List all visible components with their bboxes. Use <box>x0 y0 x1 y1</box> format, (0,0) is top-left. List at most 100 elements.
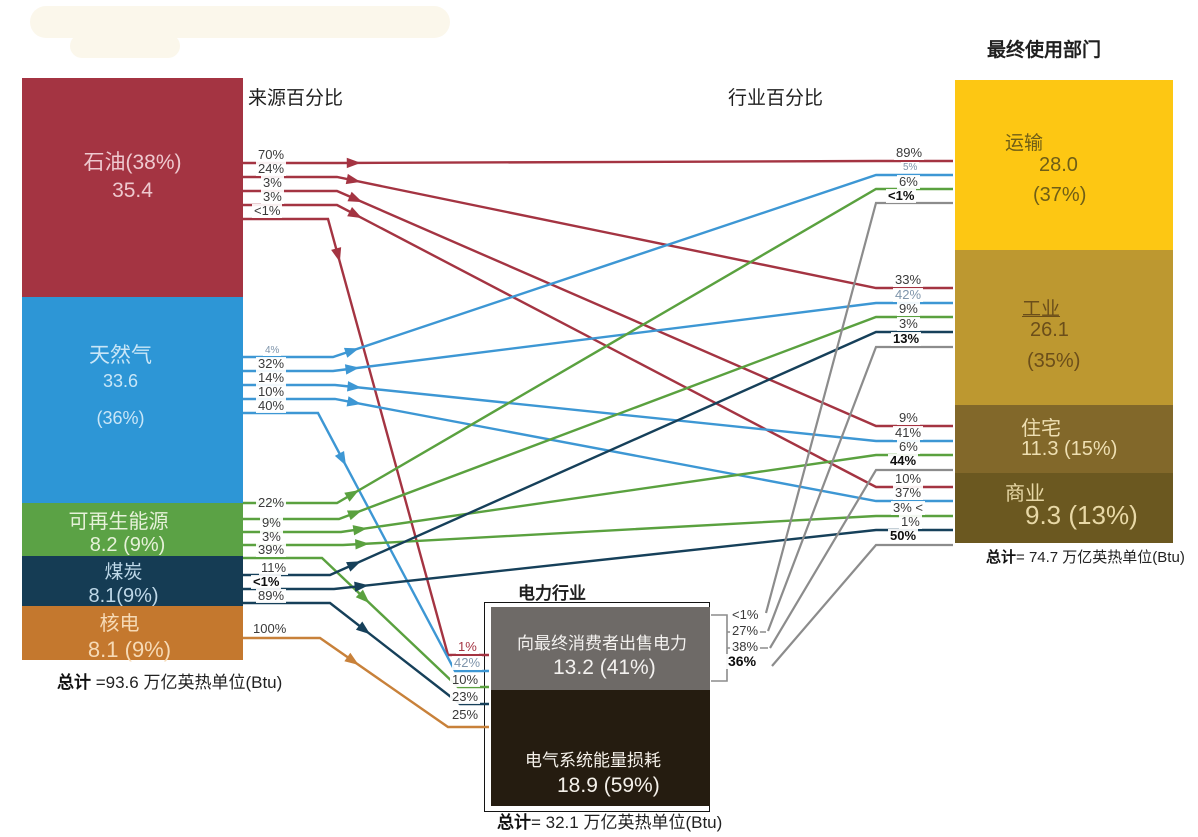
sector-block-residential: 住宅 11.3 (15%) <box>955 405 1173 473</box>
sector-value: 26.1 <box>1030 319 1069 341</box>
source-label: 石油(38%) <box>83 151 182 174</box>
flow-arrowhead <box>346 510 362 521</box>
flow-percent-label: 3% <box>260 529 283 545</box>
source-percent-header: 来源百分比 <box>248 88 344 109</box>
source-label: 可再生能源 <box>68 511 169 533</box>
sector-block-transportation: 运输 28.0 (37%) <box>955 80 1173 250</box>
sector-value: 28.0 <box>1039 154 1078 176</box>
source-block-petroleum: 石油(38%) 35.4 <box>22 78 243 297</box>
electric-total: 总计= 32.1 万亿英热单位(Btu) <box>497 813 723 832</box>
end-use-header: 最终使用部门 <box>987 40 1102 61</box>
sector-label: 商业 <box>1005 483 1045 505</box>
source-value: 35.4 <box>112 179 153 202</box>
flow-arrowhead <box>344 364 360 375</box>
electric-sector-header: 电力行业 <box>518 584 586 603</box>
flow-percent-label: 44% <box>888 453 919 469</box>
flow-arrowhead <box>344 652 359 666</box>
flow-line-petroleum-industrial <box>243 175 953 290</box>
sector-value: 11.3 (15%) <box>1021 438 1118 460</box>
flow-percent-label: 50% <box>888 528 919 544</box>
flow-percent-label: 14% <box>256 370 287 386</box>
flow-percent-label: 25% <box>450 707 481 723</box>
source-block-renewables: 可再生能源 8.2 (9%) <box>22 503 243 556</box>
flow-percent-label: 33% <box>893 272 924 288</box>
flow-percent-label: 89% <box>894 145 925 161</box>
flow-line-renewables-industrial <box>243 315 953 521</box>
flow-arrowhead <box>354 581 369 592</box>
flow-percent-label: 3% <box>261 175 284 191</box>
source-value: 8.1(9%) <box>88 585 159 607</box>
flow-arrowhead <box>343 347 359 358</box>
flow-percent-label: 6% <box>897 174 920 190</box>
flow-percent-label: 9% <box>260 515 283 531</box>
source-label: 核电 <box>99 613 140 635</box>
sector-block-industrial: 工业 26.1 (35%) <box>955 250 1173 405</box>
sector-label: 运输 <box>1005 133 1044 154</box>
sector-percent-header: 行业百分比 <box>728 88 824 109</box>
flow-percent-label: <1% <box>730 607 761 623</box>
flow-arrowhead <box>346 381 362 392</box>
flow-percent-label: 38% <box>730 639 761 655</box>
flow-percent-label: 10% <box>450 672 481 688</box>
flow-line-electricity-residential <box>769 468 953 649</box>
flow-arrowhead <box>345 173 361 185</box>
electricity-sales-label: 向最终消费者出售电力 <box>517 634 687 653</box>
flow-line-petroleum-transportation <box>243 159 953 165</box>
flow-percent-label: 11% <box>259 560 289 576</box>
flow-percent-label: <1% <box>252 203 283 219</box>
erased-title-smudge <box>70 34 180 58</box>
erased-title-smudge <box>30 6 450 38</box>
flow-percent-label: 36% <box>726 653 759 670</box>
source-block-natural-gas: 天然气 33.6 (36%) <box>22 297 243 503</box>
source-label: 煤炭 <box>104 562 143 583</box>
flow-percent-label: 6% <box>897 439 920 455</box>
flow-percent-label: 4% <box>263 345 282 356</box>
flow-percent-label: 3% <box>897 316 920 332</box>
flow-line-gas-transportation <box>243 173 953 359</box>
electricity-losses-label: 电气系统能量损耗 <box>525 751 661 770</box>
flow-percent-label: 10% <box>893 471 924 487</box>
flow-arrowhead <box>331 247 342 263</box>
flow-percent-label: 1% <box>899 514 922 530</box>
flow-percent-label: 27% <box>730 623 761 639</box>
flow-arrowhead <box>355 589 370 604</box>
source-value: 8.1 (9%) <box>87 637 172 662</box>
flow-arrowhead <box>355 621 371 635</box>
flow-percent-label: 3% <box>261 189 284 205</box>
flow-percent-label: 32% <box>256 356 287 372</box>
electricity-losses-value: 18.9 (59%) <box>557 774 660 797</box>
flow-line-electricity-bracket <box>711 614 728 682</box>
flow-line-electricity-commercial <box>771 543 953 667</box>
source-value: 33.6 <box>102 371 139 391</box>
sector-label: 住宅 <box>1021 418 1061 440</box>
flow-percent-label: 40% <box>256 398 287 414</box>
source-block-coal: 煤炭 8.1(9%) <box>22 556 243 607</box>
flow-percent-label: 70% <box>256 147 287 163</box>
flow-percent-label: 100% <box>251 621 289 637</box>
sector-share: (37%) <box>1033 184 1087 206</box>
flow-percent-label: 9% <box>897 301 920 317</box>
sector-label: 工业 <box>1022 299 1061 320</box>
flow-arrowhead <box>346 157 361 169</box>
flow-arrowhead <box>346 396 362 407</box>
flow-percent-label: 5% <box>901 162 920 173</box>
source-share: (36%) <box>96 408 145 428</box>
sector-block-commercial: 商业 9.3 (13%) <box>955 473 1173 543</box>
flow-percent-label: <1% <box>251 574 282 590</box>
flow-percent-label: 13% <box>891 331 922 347</box>
flow-arrowhead <box>355 539 370 550</box>
flow-percent-label: 42% <box>893 287 924 303</box>
flow-line-electricity-industrial <box>766 345 953 632</box>
flow-percent-label: 39% <box>256 542 287 558</box>
electricity-losses-box: 电气系统能量损耗 18.9 (59%) <box>491 690 710 806</box>
flow-percent-label: 22% <box>256 495 287 511</box>
flow-arrowhead <box>344 490 360 502</box>
flow-percent-label: 37% <box>893 485 924 501</box>
source-label: 天然气 <box>89 344 152 367</box>
sector-share: (35%) <box>1027 350 1081 372</box>
electricity-sales-box: 向最终消费者出售电力 13.2 (41%) <box>491 607 710 690</box>
flow-percent-label: 23% <box>450 689 481 705</box>
flow-percent-label: 10% <box>256 384 287 400</box>
